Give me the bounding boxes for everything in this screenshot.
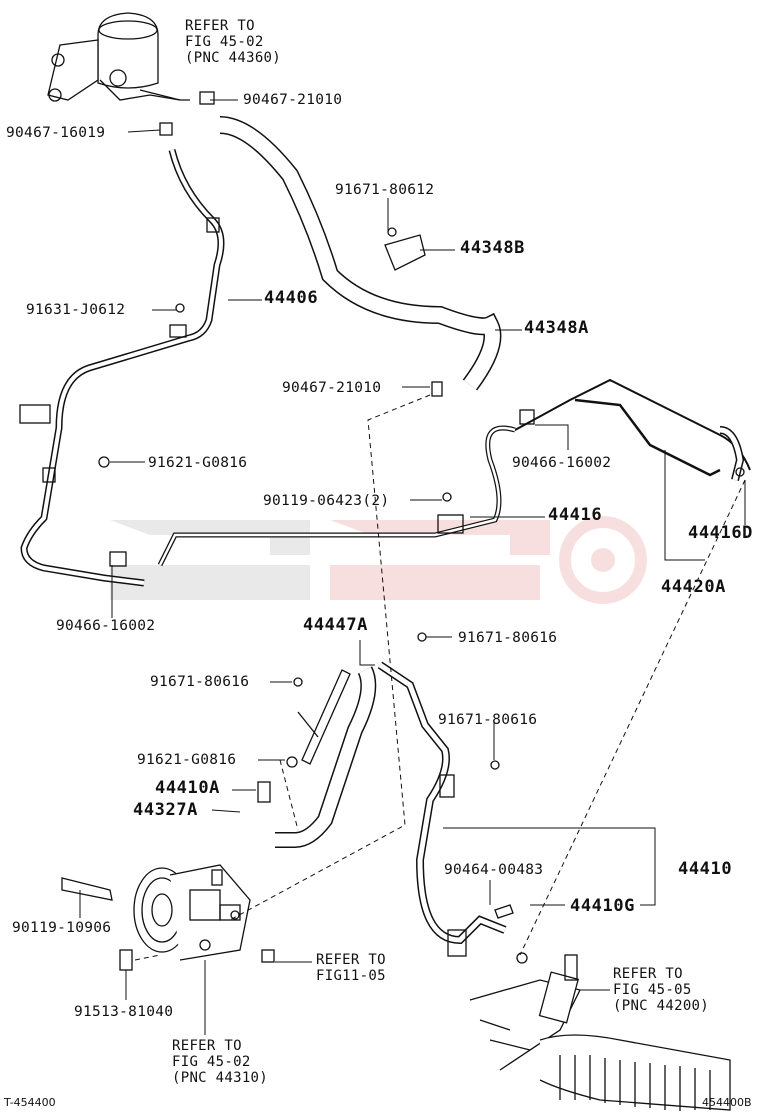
part-44416D[interactable]: 44416D bbox=[688, 523, 754, 543]
part-44406[interactable]: 44406 bbox=[264, 288, 319, 308]
part-90467-16019[interactable]: 90467-16019 bbox=[6, 125, 106, 141]
part-44447A[interactable]: 44447A bbox=[303, 615, 369, 635]
refer-fig-45-02-bottom[interactable]: REFER TO FIG 45-02 (PNC 44310) bbox=[172, 1038, 269, 1086]
part-91671-80612[interactable]: 91671-80612 bbox=[335, 182, 435, 198]
part-91513-81040[interactable]: 91513-81040 bbox=[74, 1004, 174, 1020]
figure-code-left: T-454400 bbox=[4, 1096, 56, 1109]
part-44348A[interactable]: 44348A bbox=[524, 318, 590, 338]
pump-icon bbox=[133, 864, 251, 961]
bolt-icon bbox=[61, 227, 500, 971]
reservoir-icon bbox=[47, 12, 190, 102]
part-91631-J0612[interactable]: 91631-J0612 bbox=[26, 302, 126, 318]
part-44348B[interactable]: 44348B bbox=[460, 238, 526, 258]
part-44410G[interactable]: 44410G bbox=[570, 896, 636, 916]
part-90466-16002-left[interactable]: 90466-16002 bbox=[56, 618, 156, 634]
part-91671-80616-b[interactable]: 91671-80616 bbox=[150, 674, 250, 690]
part-44327A[interactable]: 44327A bbox=[133, 800, 199, 820]
figure-code-right: 454400B bbox=[702, 1096, 752, 1109]
part-44416[interactable]: 44416 bbox=[548, 505, 603, 525]
part-91671-80616-c[interactable]: 91671-80616 bbox=[438, 712, 538, 728]
part-90466-16002-right[interactable]: 90466-16002 bbox=[512, 455, 612, 471]
part-44420A[interactable]: 44420A bbox=[661, 577, 727, 597]
part-90464-00483[interactable]: 90464-00483 bbox=[444, 862, 544, 878]
part-91621-G0816-bottom[interactable]: 91621-G0816 bbox=[137, 752, 237, 768]
part-90467-21010-mid[interactable]: 90467-21010 bbox=[282, 380, 382, 396]
steering-rack-icon bbox=[469, 954, 731, 1111]
clamp-icon bbox=[19, 91, 535, 567]
watermark-logo bbox=[110, 516, 647, 604]
part-90119-10906[interactable]: 90119-10906 bbox=[12, 920, 112, 936]
part-44410A[interactable]: 44410A bbox=[155, 778, 221, 798]
refer-fig-45-05[interactable]: REFER TO FIG 45-05 (PNC 44200) bbox=[613, 966, 710, 1014]
part-90467-21010-top[interactable]: 90467-21010 bbox=[243, 92, 343, 108]
refer-fig-45-02-top[interactable]: REFER TO FIG 45-02 (PNC 44360) bbox=[185, 18, 282, 66]
part-91671-80616-a[interactable]: 91671-80616 bbox=[458, 630, 558, 646]
bracket-icon bbox=[384, 234, 426, 271]
refer-fig11-05[interactable]: REFER TO FIG11-05 bbox=[316, 952, 386, 984]
part-90119-06423[interactable]: 90119-06423(2) bbox=[263, 493, 390, 509]
part-91621-G0816-top[interactable]: 91621-G0816 bbox=[148, 455, 248, 471]
part-44410[interactable]: 44410 bbox=[678, 859, 733, 879]
